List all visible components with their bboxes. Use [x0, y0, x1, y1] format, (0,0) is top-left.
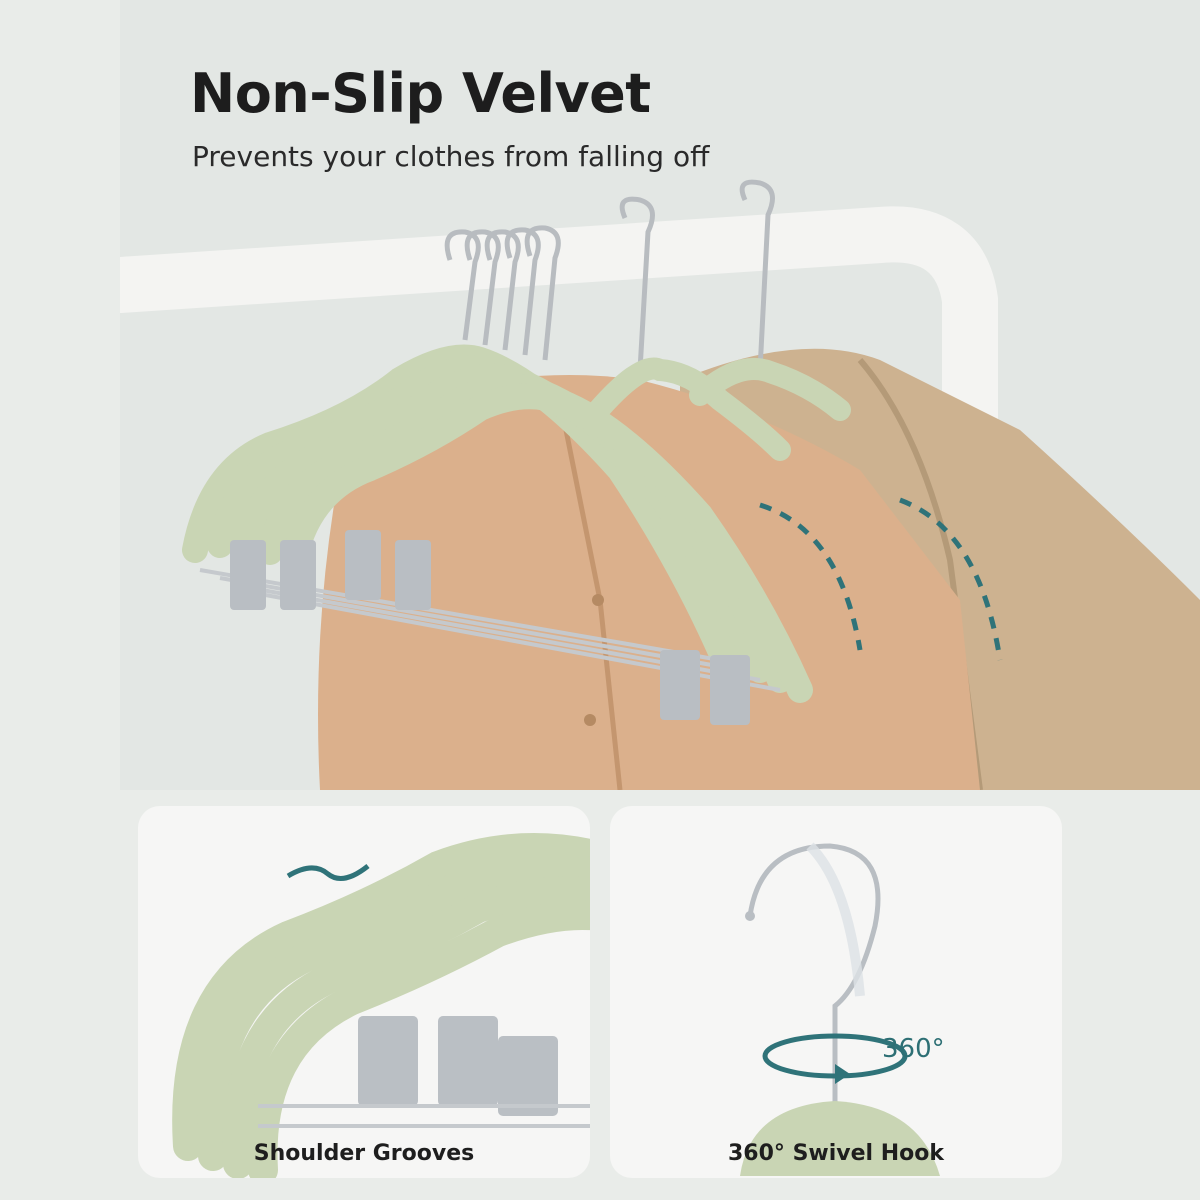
hanger-back-2	[689, 358, 851, 421]
feature-card-swivel-hook: 360° 360° Swivel Hook	[610, 806, 1062, 1178]
hero-photo	[120, 0, 1200, 790]
swivel-hook-illustration	[740, 842, 940, 1176]
rotation-label: 360°	[882, 1034, 945, 1064]
feature-card-shoulder-grooves: Shoulder Grooves	[138, 806, 590, 1178]
hanger-stack	[182, 344, 813, 703]
shoulder-grooves-illustration	[172, 833, 590, 1178]
wave-groove-icon	[286, 864, 370, 881]
hanger-back-1	[579, 357, 791, 461]
metal-clips	[230, 530, 750, 725]
groove-indicator-1	[759, 502, 863, 651]
clothes-rail	[120, 206, 998, 790]
shirt-front	[318, 375, 980, 790]
hanger-rack-illustration	[120, 179, 1200, 790]
subheadline: Prevents your clothes from falling off	[192, 140, 710, 173]
feature-caption: Shoulder Grooves	[253, 1141, 475, 1166]
hanger-shoulder	[740, 1101, 940, 1176]
feature-caption: 360° Swivel Hook	[727, 1141, 945, 1166]
headline: Non-Slip Velvet	[190, 62, 651, 125]
hanger-hooks	[444, 179, 775, 371]
